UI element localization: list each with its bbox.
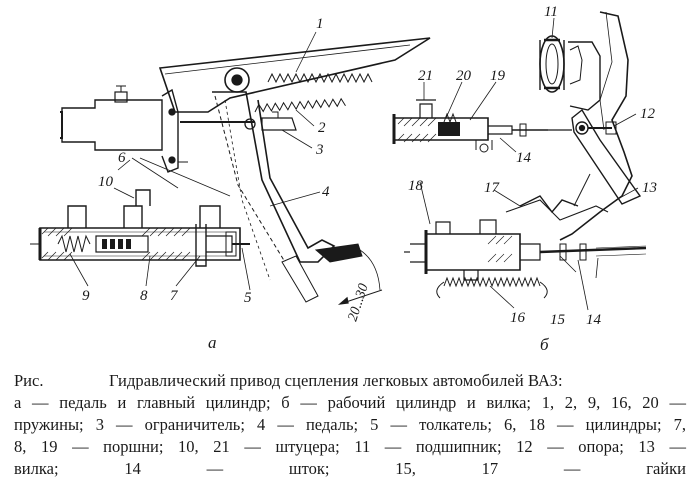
caption-prefix: Рис.	[14, 371, 44, 390]
caption-line-3: 8, 19 — поршни; 10, 21 — штуцера; 11 — п…	[14, 437, 686, 456]
caption-line-2: пружины; 3 — ограничитель; 4 — педаль; 5…	[14, 415, 686, 434]
pedal-assembly-a	[30, 31, 431, 305]
master-cylinder-upper	[61, 99, 163, 151]
fork-13	[571, 108, 642, 205]
figure-caption: Рис. Гидравлический привод сцепления лег…	[14, 370, 686, 480]
callout-14-lower: 14	[586, 312, 602, 328]
callout-4: 4	[322, 184, 330, 200]
callout-21: 21	[418, 68, 433, 84]
callout-19: 19	[490, 68, 506, 84]
callout-8: 8	[140, 288, 148, 304]
fitting-21	[419, 103, 433, 118]
callout-10: 10	[98, 174, 114, 190]
spring-9	[57, 234, 91, 253]
callout-12: 12	[640, 106, 656, 122]
callout-18: 18	[408, 178, 424, 194]
pedal-pad	[314, 243, 363, 263]
caption-line-4: вилка; 14 — шток; 15, 17 — гайки	[14, 459, 686, 478]
travel-label: 20...30	[346, 282, 372, 323]
callout-20: 20	[456, 68, 472, 84]
piston-7	[206, 235, 233, 253]
caption-heading: Рис. Гидравлический привод сцепления лег…	[14, 370, 686, 392]
spring-2	[254, 97, 346, 113]
callout-3: 3	[315, 142, 324, 158]
rod-14	[539, 246, 647, 254]
fitting-10	[135, 189, 151, 206]
slave-cylinder-lower	[404, 219, 541, 281]
callout-9: 9	[82, 288, 90, 304]
callout-17: 17	[484, 180, 501, 196]
spring-16	[443, 276, 541, 288]
spring-1	[267, 72, 373, 84]
callout-1: 1	[316, 16, 324, 32]
spring-20	[443, 112, 457, 124]
master-cylinder-section	[30, 189, 250, 267]
caption-title: Гидравлический привод сцепления легковых…	[109, 371, 563, 390]
callout-6: 6	[118, 150, 126, 166]
slave-cylinder-upper	[392, 99, 572, 153]
sublabel-b: б	[540, 335, 549, 354]
slave-assembly-b	[392, 11, 647, 311]
callout-13: 13	[642, 180, 657, 196]
caption-line-1: а — педаль и главный цилиндр; б — рабочи…	[14, 393, 686, 412]
clutch-housing	[559, 11, 633, 241]
limiter-3	[261, 117, 297, 131]
callout-15: 15	[550, 312, 566, 328]
bearing-11	[539, 35, 565, 93]
callout-7: 7	[170, 288, 179, 304]
callout-5: 5	[244, 290, 252, 306]
callout-14-upper: 14	[516, 150, 532, 166]
callout-16: 16	[510, 310, 526, 326]
callout-2: 2	[318, 120, 326, 136]
callout-11: 11	[544, 4, 558, 20]
sublabel-a: а	[208, 333, 217, 352]
